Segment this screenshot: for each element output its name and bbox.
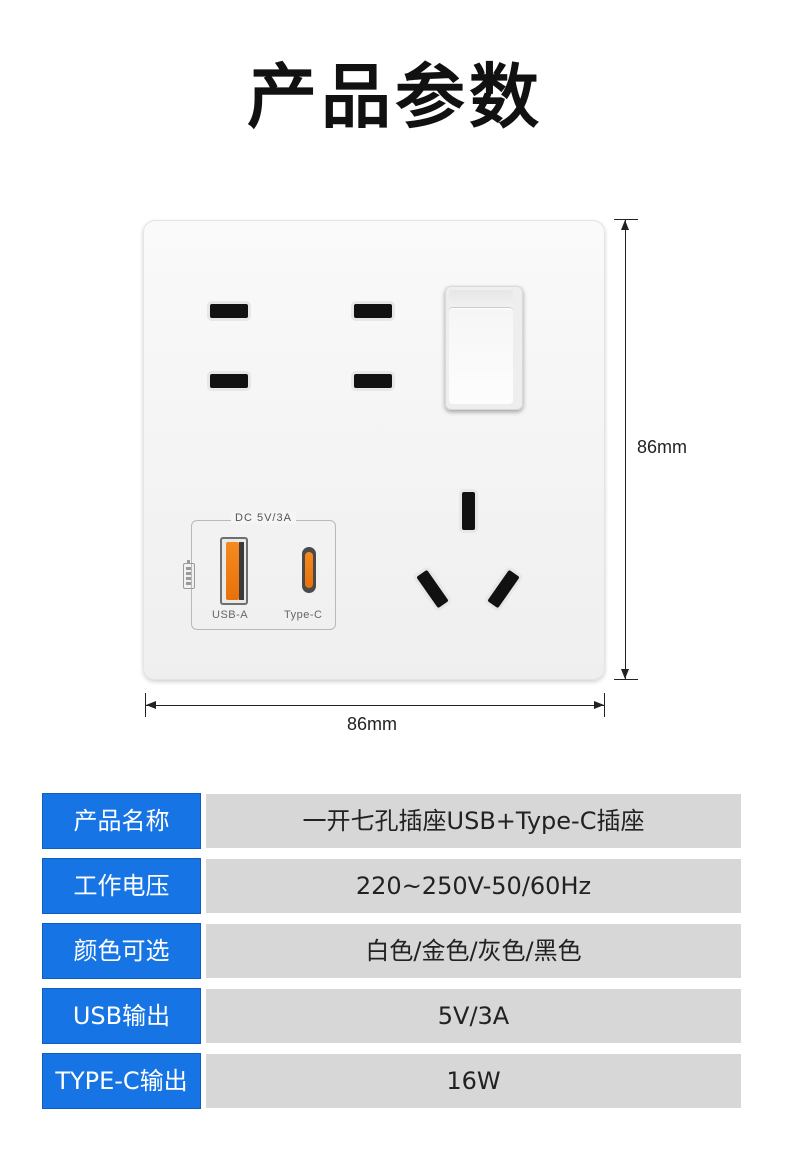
spec-key: USB输出 bbox=[43, 989, 200, 1043]
rocker-switch bbox=[445, 286, 523, 410]
usb-module-label: DC 5V/3A bbox=[192, 512, 335, 524]
two-pin-slot bbox=[210, 374, 248, 388]
spec-key: 产品名称 bbox=[43, 794, 200, 848]
height-dimension-line bbox=[625, 220, 626, 679]
spec-value: 白色/金色/灰色/黑色 bbox=[206, 924, 741, 978]
three-pin-slot-top bbox=[462, 492, 475, 530]
spec-row: 颜色可选 白色/金色/灰色/黑色 bbox=[43, 924, 741, 978]
rocker-switch-top bbox=[449, 290, 513, 308]
dimension-tick bbox=[604, 693, 605, 717]
two-pin-slot bbox=[354, 304, 392, 318]
usb-module: DC 5V/3A USB-A Type-C bbox=[191, 512, 336, 630]
usb-a-cavity bbox=[239, 542, 244, 600]
battery-icon bbox=[183, 560, 195, 589]
spec-value: 220~250V-50/60Hz bbox=[206, 859, 741, 913]
three-pin-slot-right bbox=[487, 569, 520, 609]
spec-row: 工作电压 220~250V-50/60Hz bbox=[43, 859, 741, 913]
rocker-switch-face bbox=[449, 308, 513, 404]
spec-row: 产品名称 一开七孔插座USB+Type-C插座 bbox=[43, 794, 741, 848]
usb-a-tongue bbox=[226, 542, 239, 600]
spec-key: 颜色可选 bbox=[43, 924, 200, 978]
width-label: 86mm bbox=[347, 714, 398, 734]
spec-key: TYPE-C输出 bbox=[43, 1054, 200, 1108]
two-pin-slot bbox=[210, 304, 248, 318]
type-c-tongue bbox=[305, 552, 313, 588]
arrow-down-icon bbox=[621, 669, 629, 679]
width-dimension-line bbox=[146, 705, 604, 706]
page-title: 产品参数 bbox=[247, 56, 543, 138]
socket-panel-image: DC 5V/3A USB-A Type-C bbox=[143, 220, 605, 680]
usb-a-port bbox=[220, 537, 248, 605]
type-c-port bbox=[302, 547, 316, 593]
height-label: 86mm bbox=[637, 437, 688, 457]
spec-value: 5V/3A bbox=[206, 989, 741, 1043]
two-pin-slot bbox=[354, 374, 392, 388]
spec-key: 工作电压 bbox=[43, 859, 200, 913]
type-c-label: Type-C bbox=[284, 609, 323, 621]
dimension-tick bbox=[614, 679, 638, 680]
three-pin-slot-left bbox=[416, 569, 449, 609]
arrow-right-icon bbox=[594, 701, 604, 709]
arrow-left-icon bbox=[146, 701, 156, 709]
arrow-up-icon bbox=[621, 220, 629, 230]
dimension-tick bbox=[614, 219, 638, 220]
spec-row: TYPE-C输出 16W bbox=[43, 1054, 741, 1108]
spec-value: 16W bbox=[206, 1054, 741, 1108]
spec-value: 一开七孔插座USB+Type-C插座 bbox=[206, 794, 741, 848]
usb-a-label: USB-A bbox=[212, 609, 249, 621]
dimension-tick bbox=[145, 693, 146, 717]
spec-row: USB输出 5V/3A bbox=[43, 989, 741, 1043]
